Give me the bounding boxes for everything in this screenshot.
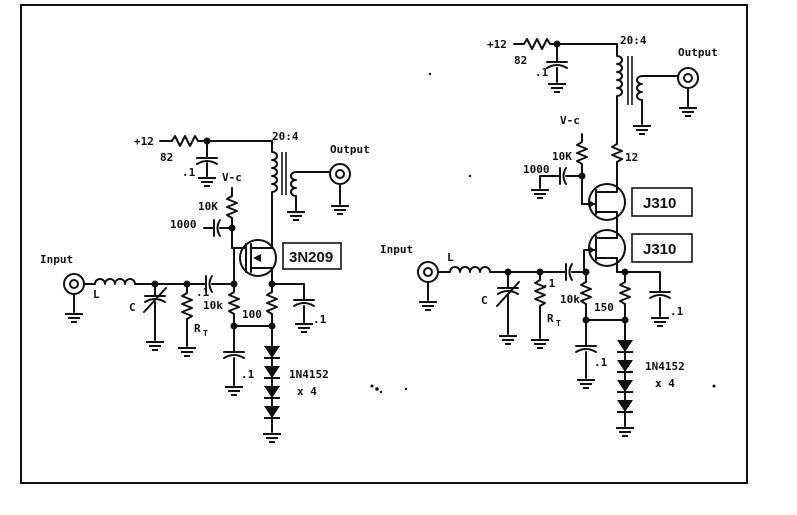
left-decouple-cap [223, 325, 245, 386]
left-circuit [63, 135, 351, 443]
right-gate-cap-label: 1000 [523, 163, 550, 176]
right-rt-label: R [547, 312, 554, 325]
right-gate-resistor-label: 10K [552, 150, 572, 163]
left-vc-label: V-c [222, 171, 242, 184]
left-supply-resistor-label: 82 [160, 151, 173, 164]
left-input-jack [63, 273, 85, 295]
left-supply-cap-label: .1 [182, 166, 196, 179]
right-supply-cap [546, 43, 568, 83]
right-transistor-top-box [631, 187, 693, 217]
right-output-jack [677, 67, 699, 89]
left-mosfet-3n209 [231, 227, 277, 285]
right-rt-subscript: T [556, 319, 561, 328]
right-input-label: Input [380, 243, 413, 256]
left-inductor [83, 278, 201, 285]
right-vc-label: V-c [560, 114, 580, 127]
right-decouple-cap [575, 319, 597, 379]
left-supply-cap [196, 157, 218, 165]
right-gate-resistor [576, 133, 588, 205]
right-rt-resistor [534, 271, 546, 339]
left-coupling-cap [199, 275, 235, 293]
left-supply-resistor [159, 135, 273, 147]
right-transformer-secondary [636, 75, 643, 125]
right-transformer-label: 20:4 [620, 34, 647, 47]
right-bias-resistor [580, 271, 592, 321]
scan-specks [370, 72, 716, 394]
left-rt-subscript: T [203, 329, 208, 338]
right-inductor [437, 266, 563, 273]
right-coupling-cap [561, 263, 587, 281]
right-diode-count-label: x 4 [655, 377, 675, 390]
left-cap-c-label: C [129, 301, 136, 314]
right-cap-c-label: C [481, 294, 488, 307]
right-circuit [417, 38, 699, 437]
right-coupling-cap-label: .1 [542, 277, 556, 290]
left-input-label: Input [40, 253, 73, 266]
right-transistor-bottom-box [631, 233, 693, 263]
left-gate-resistor-label: 10K [198, 200, 218, 213]
left-ground-icon [197, 177, 217, 187]
right-drain-resistor [611, 137, 623, 187]
left-output-jack [329, 163, 351, 185]
left-transformer-secondary [290, 171, 297, 211]
right-bias-resistor-label: 10k [560, 293, 580, 306]
right-supply-resistor [513, 38, 618, 50]
left-gate-cap [203, 219, 233, 237]
left-bias-resistor [228, 283, 240, 327]
right-input-jack [417, 261, 439, 283]
right-diode-label: 1N4152 [645, 360, 685, 373]
left-diode-label: 1N4152 [289, 368, 329, 381]
left-source-resistor-label: 100 [242, 308, 262, 321]
left-supply-label: +12 [134, 135, 154, 148]
left-rt-label: R [194, 322, 201, 335]
left-diode-count-label: x 4 [297, 385, 317, 398]
left-transistor-label: 3N209 [289, 249, 333, 266]
left-gate-cap-label: 1000 [170, 218, 197, 231]
right-source-cap-label: .1 [670, 305, 684, 318]
right-source-resistor-label: 150 [594, 301, 614, 314]
right-variable-cap [497, 271, 519, 335]
right-gate-cap [551, 167, 583, 185]
right-supply-cap-label: .1 [535, 66, 549, 79]
left-output-label: Output [330, 143, 370, 156]
left-source-cap-label: .1 [313, 313, 327, 326]
left-coupling-cap-label: .1 [196, 286, 210, 299]
right-source-cap [616, 271, 671, 317]
right-inductor-label: L [447, 251, 454, 264]
right-transistor-bottom-label: J310 [643, 241, 676, 258]
left-source-resistor [266, 283, 278, 341]
left-decouple-cap-label: .1 [241, 368, 255, 381]
left-transformer-primary [271, 140, 278, 229]
left-gate-resistor [226, 187, 238, 249]
right-source-resistor [619, 271, 631, 335]
right-transformer-primary [616, 43, 623, 139]
right-drain-resistor-label: 12 [625, 151, 638, 164]
right-jfet-bottom [583, 229, 626, 273]
left-source-cap [271, 283, 315, 323]
right-supply-label: +12 [487, 38, 507, 51]
right-supply-resistor-label: 82 [514, 54, 527, 67]
left-variable-cap [144, 283, 166, 341]
right-transistor-top-label: J310 [643, 195, 676, 212]
left-transformer-label: 20:4 [272, 130, 299, 143]
left-bias-resistor-label: 10k [203, 299, 223, 312]
left-rt-resistor [181, 283, 193, 347]
left-inductor-label: L [93, 288, 100, 301]
right-decouple-cap-label: .1 [594, 356, 608, 369]
left-transistor-box [282, 242, 342, 270]
right-output-label: Output [678, 46, 718, 59]
right-jfet-top [581, 183, 626, 231]
